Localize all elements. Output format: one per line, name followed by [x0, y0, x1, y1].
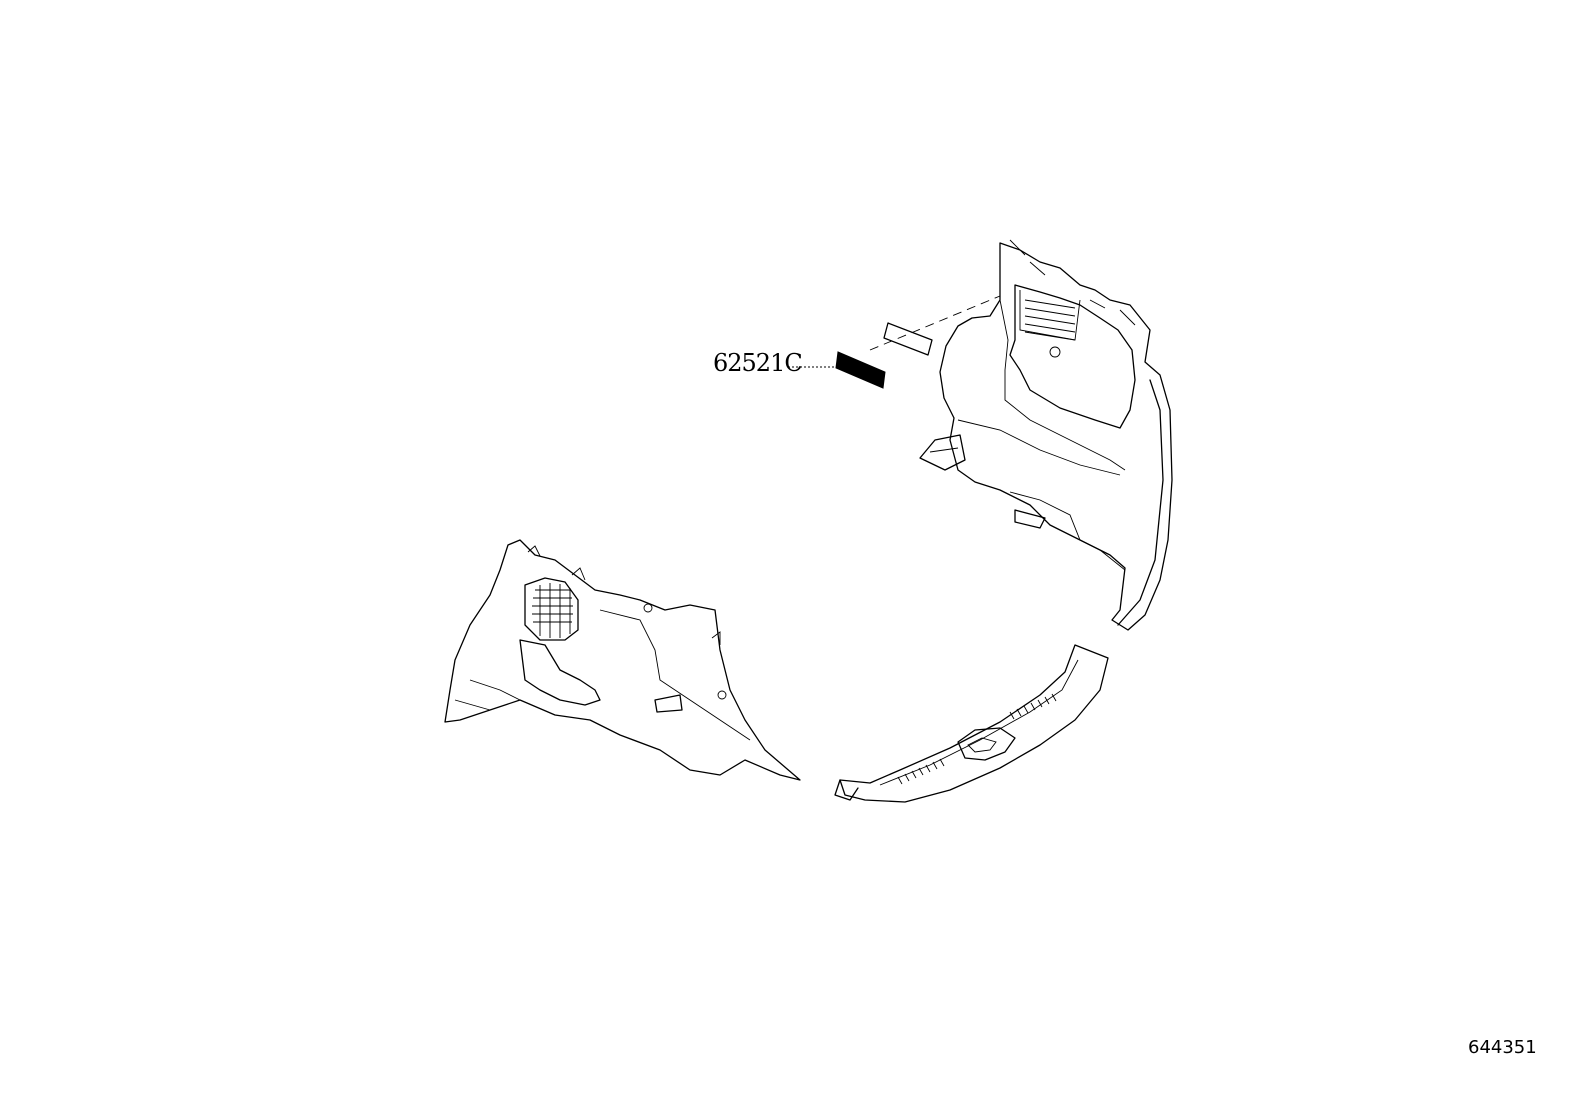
illustration-reference-number: 644351 — [1468, 1037, 1537, 1058]
left-quarter-trim-panel — [444, 539, 801, 781]
label-sticker-62521c — [835, 295, 1001, 389]
right-quarter-trim-panel — [919, 239, 1173, 631]
rear-scuff-plate — [834, 644, 1109, 803]
part-number-callout: 62521C — [713, 349, 803, 377]
